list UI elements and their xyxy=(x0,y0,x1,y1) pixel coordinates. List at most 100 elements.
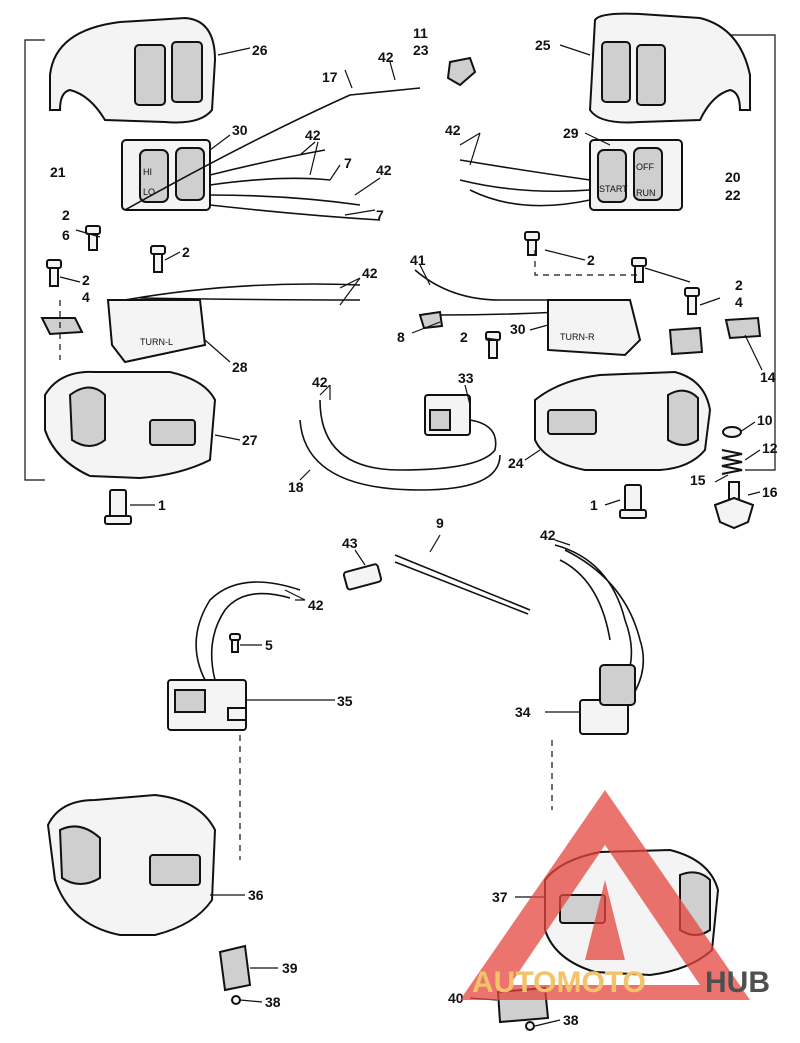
callout-4-b: 4 xyxy=(735,294,743,310)
switch-label-off: OFF xyxy=(636,162,654,172)
callout-17: 17 xyxy=(322,69,338,85)
callout-36: 36 xyxy=(248,887,264,903)
right-lower-switch-34 xyxy=(579,664,636,735)
callout-25: 25 xyxy=(535,37,551,53)
cable-tie-9 xyxy=(394,554,531,615)
callout-40: 40 xyxy=(448,990,464,1006)
right-spring-clip xyxy=(668,326,704,356)
screw-icon xyxy=(85,225,101,251)
left-headlamp-switch: HI LO xyxy=(121,139,211,211)
left-switch-harness xyxy=(209,149,381,221)
callout-29: 29 xyxy=(563,125,579,141)
right-wire-41 xyxy=(414,269,565,316)
callout-43: 43 xyxy=(342,535,358,551)
callout-42-f: 42 xyxy=(312,374,328,390)
callout-21: 21 xyxy=(50,164,66,180)
switch-label-start: START xyxy=(599,184,628,194)
callout-38-a: 38 xyxy=(265,994,281,1010)
callout-2-e: 2 xyxy=(735,277,743,293)
callout-42-c: 42 xyxy=(376,162,392,178)
callout-2-c: 2 xyxy=(82,272,90,288)
callout-39: 39 xyxy=(282,960,298,976)
callout-42-d: 42 xyxy=(445,122,461,138)
left-upper-cover xyxy=(49,16,217,124)
screw-icon xyxy=(150,245,166,273)
callout-18: 18 xyxy=(288,479,304,495)
switch-label-turn-right: TURN-R xyxy=(560,332,595,342)
assembly-bracket-left xyxy=(24,39,45,481)
watermark-text-hub: HUB xyxy=(705,966,770,999)
callout-4-a: 4 xyxy=(82,289,90,305)
callout-30-a: 30 xyxy=(232,122,248,138)
adjuster-knob-16 xyxy=(713,481,755,530)
callout-2-d: 2 xyxy=(587,252,595,268)
callout-1-b: 1 xyxy=(590,497,598,513)
set-screw-38 xyxy=(231,995,241,1005)
callout-2-f: 2 xyxy=(460,329,468,345)
screw-icon xyxy=(524,231,540,256)
screw-icon xyxy=(104,489,132,525)
connector-11-23 xyxy=(446,56,477,87)
callout-6: 6 xyxy=(62,227,70,243)
callout-11: 11 xyxy=(413,25,428,41)
right-turn-switch: TURN-R xyxy=(547,299,642,357)
screw-icon xyxy=(229,633,241,653)
callout-34: 34 xyxy=(515,704,531,720)
leader-lines xyxy=(59,44,763,1027)
screw-icon xyxy=(684,287,700,315)
callout-14: 14 xyxy=(760,369,776,385)
callout-37: 37 xyxy=(492,889,508,905)
alignment-line-upper-mid xyxy=(534,250,640,276)
left-brake-switch xyxy=(424,394,471,436)
callout-42-e: 42 xyxy=(362,265,378,281)
washer-10 xyxy=(722,426,742,438)
callout-33: 33 xyxy=(458,370,474,386)
callout-2-a: 2 xyxy=(62,207,70,223)
callout-20: 20 xyxy=(725,169,741,185)
callout-15: 15 xyxy=(690,472,706,488)
screw-icon xyxy=(46,259,62,287)
connector-43 xyxy=(342,563,383,591)
callout-7-b: 7 xyxy=(376,207,384,223)
callout-2-b: 2 xyxy=(182,244,190,260)
left-turn-harness xyxy=(124,283,361,301)
left-lower-harness xyxy=(195,581,301,681)
watermark-logo: AUTOMOTO HUB xyxy=(460,790,770,1000)
watermark-triangle-icon xyxy=(460,790,750,1000)
callout-7-a: 7 xyxy=(344,155,352,171)
callout-16: 16 xyxy=(762,484,778,500)
right-start-switch: START OFF RUN xyxy=(589,139,683,211)
screw-icon xyxy=(485,331,501,359)
callout-9: 9 xyxy=(436,515,444,531)
left-lower-switch-35 xyxy=(167,679,247,731)
set-screw-38-right xyxy=(525,1021,535,1031)
right-switch-cap-14 xyxy=(724,316,762,340)
callout-8: 8 xyxy=(397,329,405,345)
callout-24: 24 xyxy=(508,455,524,471)
left-turn-switch: TURN-L xyxy=(106,299,207,364)
callout-42-g: 42 xyxy=(540,527,556,543)
callout-22: 22 xyxy=(725,187,741,203)
callout-5: 5 xyxy=(265,637,273,653)
watermark-text-automoto: AUTOMOTO xyxy=(472,966,646,999)
spring-12 xyxy=(721,449,743,475)
switch-label-turn-left: TURN-L xyxy=(140,337,173,347)
callout-38-b: 38 xyxy=(563,1012,579,1028)
left-spring-clip xyxy=(40,317,84,336)
assembly-bracket-right xyxy=(700,34,776,471)
callout-42-a: 42 xyxy=(378,49,394,65)
switch-label-hi: HI xyxy=(143,167,152,177)
left-switch-cap-39 xyxy=(218,944,252,992)
screw-icon xyxy=(631,257,647,283)
right-switch-harness xyxy=(459,159,591,207)
callout-28: 28 xyxy=(232,359,248,375)
brake-switch-wires-18 xyxy=(299,399,501,491)
callout-12: 12 xyxy=(762,440,778,456)
callout-27: 27 xyxy=(242,432,258,448)
callout-30-b: 30 xyxy=(510,321,526,337)
right-lower-housing xyxy=(534,370,712,471)
callout-23: 23 xyxy=(413,42,429,58)
screw-icon xyxy=(619,484,647,519)
switch-label-lo: LO xyxy=(143,187,155,197)
